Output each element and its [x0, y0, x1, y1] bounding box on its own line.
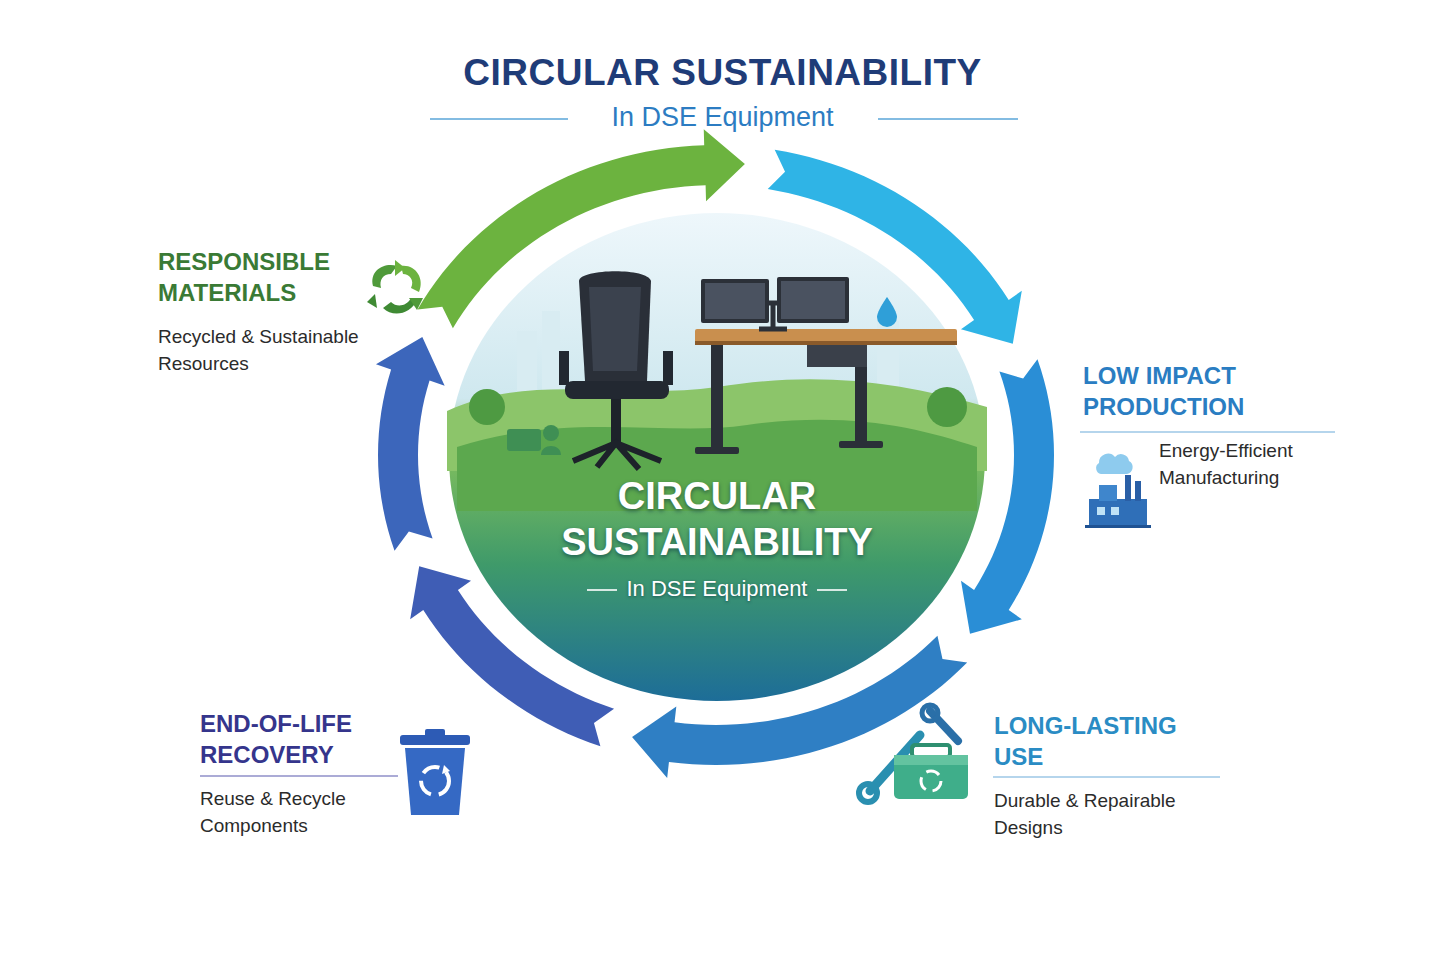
toolbox-lid — [894, 755, 968, 765]
arrow-tip — [367, 294, 377, 308]
center-circle: CIRCULAR SUSTAINABILITY In DSE Equipment — [447, 211, 987, 703]
bin-handle — [425, 729, 445, 737]
desk-leg — [711, 345, 723, 451]
stage-heading: LOW IMPACT PRODUCTION — [1083, 360, 1343, 422]
armrest — [559, 351, 569, 385]
cycle-ring — [376, 129, 1054, 778]
factory-roof — [1099, 485, 1117, 501]
recycle-mark — [442, 765, 450, 774]
stage-heading: RESPONSIBLE MATERIALS — [158, 246, 398, 308]
monitor — [701, 279, 769, 323]
bin-body — [405, 748, 465, 815]
sign-icon — [507, 425, 561, 455]
workspace-illustration — [447, 211, 987, 703]
cloud — [1096, 454, 1132, 474]
diagram-title: CIRCULAR SUSTAINABILITY — [0, 52, 1445, 94]
monitor-arm — [759, 303, 787, 329]
ground — [1085, 525, 1151, 528]
sign — [507, 429, 541, 451]
screwdriver — [930, 711, 958, 741]
building — [542, 311, 560, 391]
chimney — [1125, 475, 1131, 501]
monitor — [777, 277, 849, 323]
stage-heading: END-OF-LIFE RECOVERY — [200, 708, 400, 770]
dual-monitor — [701, 277, 849, 329]
factory-icon — [1085, 454, 1151, 528]
person — [541, 446, 561, 455]
stage-rule — [993, 776, 1220, 778]
stage-heading: LONG-LASTING USE — [994, 710, 1224, 772]
screen — [705, 283, 765, 319]
screen — [781, 281, 845, 319]
scene-ellipse — [449, 213, 985, 701]
stage-description: Energy-Efficient Manufacturing — [1159, 437, 1343, 491]
desk-edge — [695, 341, 957, 345]
diagram-subtitle: In DSE Equipment — [0, 102, 1445, 133]
window — [1111, 507, 1119, 515]
water-drop — [877, 297, 897, 327]
recycle-bin-icon — [400, 729, 470, 815]
stage-label: END-OF-LIFE RECOVERY Reuse & Recycle Comp… — [200, 708, 400, 839]
factory-body — [1089, 499, 1147, 527]
chimney — [1135, 481, 1141, 501]
title-rule — [878, 118, 1018, 120]
standing-desk — [695, 329, 957, 454]
chair-base — [573, 443, 661, 469]
stage-rule — [200, 775, 398, 777]
desk-foot — [839, 441, 883, 448]
stage-rule — [1080, 431, 1335, 433]
recycle-leaf-icon — [367, 260, 423, 314]
cycle-arrow — [376, 337, 445, 551]
tree — [469, 389, 505, 425]
arrow-tip — [395, 260, 405, 276]
tree — [927, 387, 967, 427]
stage-label: LOW IMPACT PRODUCTION Energy-Efficient Ma… — [1083, 360, 1343, 491]
stage-label: RESPONSIBLE MATERIALS Recycled & Sustaina… — [158, 246, 398, 377]
chair-post — [611, 399, 621, 443]
toolbox — [894, 755, 968, 799]
arrow-tip — [409, 298, 423, 310]
wrench-end — [859, 784, 877, 802]
recycle-mark — [921, 771, 941, 791]
stage-heading: CIRCULAR SUSTAINABILITY — [507, 473, 927, 565]
armrest — [663, 351, 673, 385]
building — [517, 331, 537, 391]
mesh — [589, 287, 641, 371]
person — [543, 425, 559, 441]
desk-top — [695, 329, 957, 343]
stage-description: Recycled & Sustainable Resources — [158, 323, 398, 377]
stage-description: In DSE Equipment — [567, 575, 867, 603]
toolbox-icon — [859, 705, 968, 802]
wrench-end — [922, 705, 938, 721]
office-chair — [559, 271, 673, 469]
leaf — [372, 265, 397, 288]
chair-back — [579, 271, 651, 381]
desk-foot — [695, 447, 739, 454]
window — [1097, 507, 1105, 515]
stage-label: LONG-LASTING USE Durable & Repairable Des… — [994, 710, 1224, 841]
seat — [565, 381, 669, 399]
drawer — [807, 345, 867, 367]
title-rule — [430, 118, 568, 120]
stage-description: Durable & Repairable Designs — [994, 787, 1224, 841]
stage-description: Reuse & Recycle Components — [200, 785, 400, 839]
leaf — [401, 266, 421, 292]
